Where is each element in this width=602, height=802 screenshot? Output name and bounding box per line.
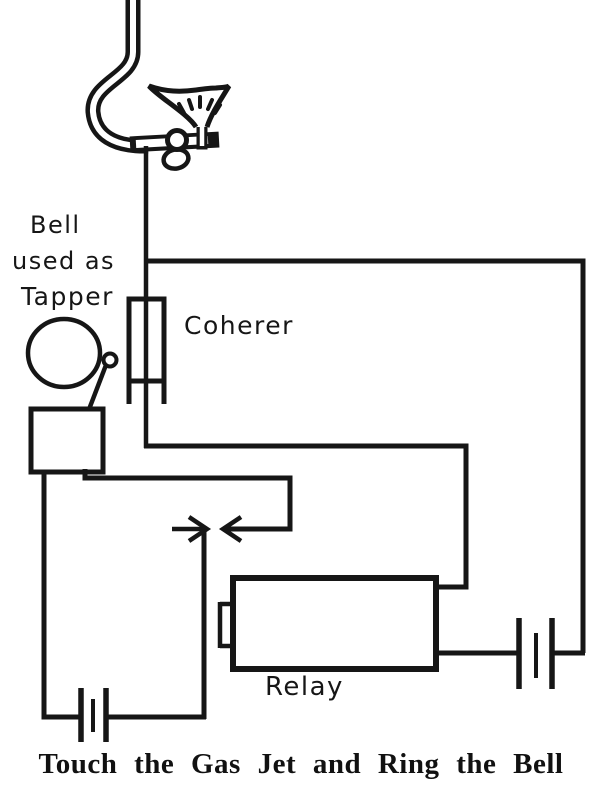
battery-relay-circuit-icon	[436, 618, 585, 689]
bell-label-line-1: Bell	[30, 211, 81, 239]
bell-label-line-2: used as	[12, 247, 116, 275]
gas-valve-icon	[161, 128, 191, 171]
gas-supply-pipe-icon	[85, 0, 149, 154]
tapper-electromagnet-box-icon	[28, 406, 106, 475]
coherer-tube-icon	[126, 296, 167, 404]
coherer-relay-wire	[144, 443, 469, 590]
bell-gong-icon	[25, 316, 103, 390]
relay-contact-arrows-icon	[82, 469, 293, 543]
relay-coil-box-icon	[217, 575, 439, 672]
right-loop-wire	[144, 258, 586, 653]
gas-jet-flame-icon	[147, 83, 232, 129]
bell-clapper-icon	[85, 351, 119, 413]
battery-tapper-circuit-icon	[41, 472, 207, 742]
coherer-label: Coherer	[184, 311, 294, 340]
relay-label: Relay	[265, 672, 344, 702]
figure-caption: Touch the Gas Jet and Ring the Bell	[38, 748, 564, 780]
bell-label-line-3: Tapper	[21, 282, 114, 311]
